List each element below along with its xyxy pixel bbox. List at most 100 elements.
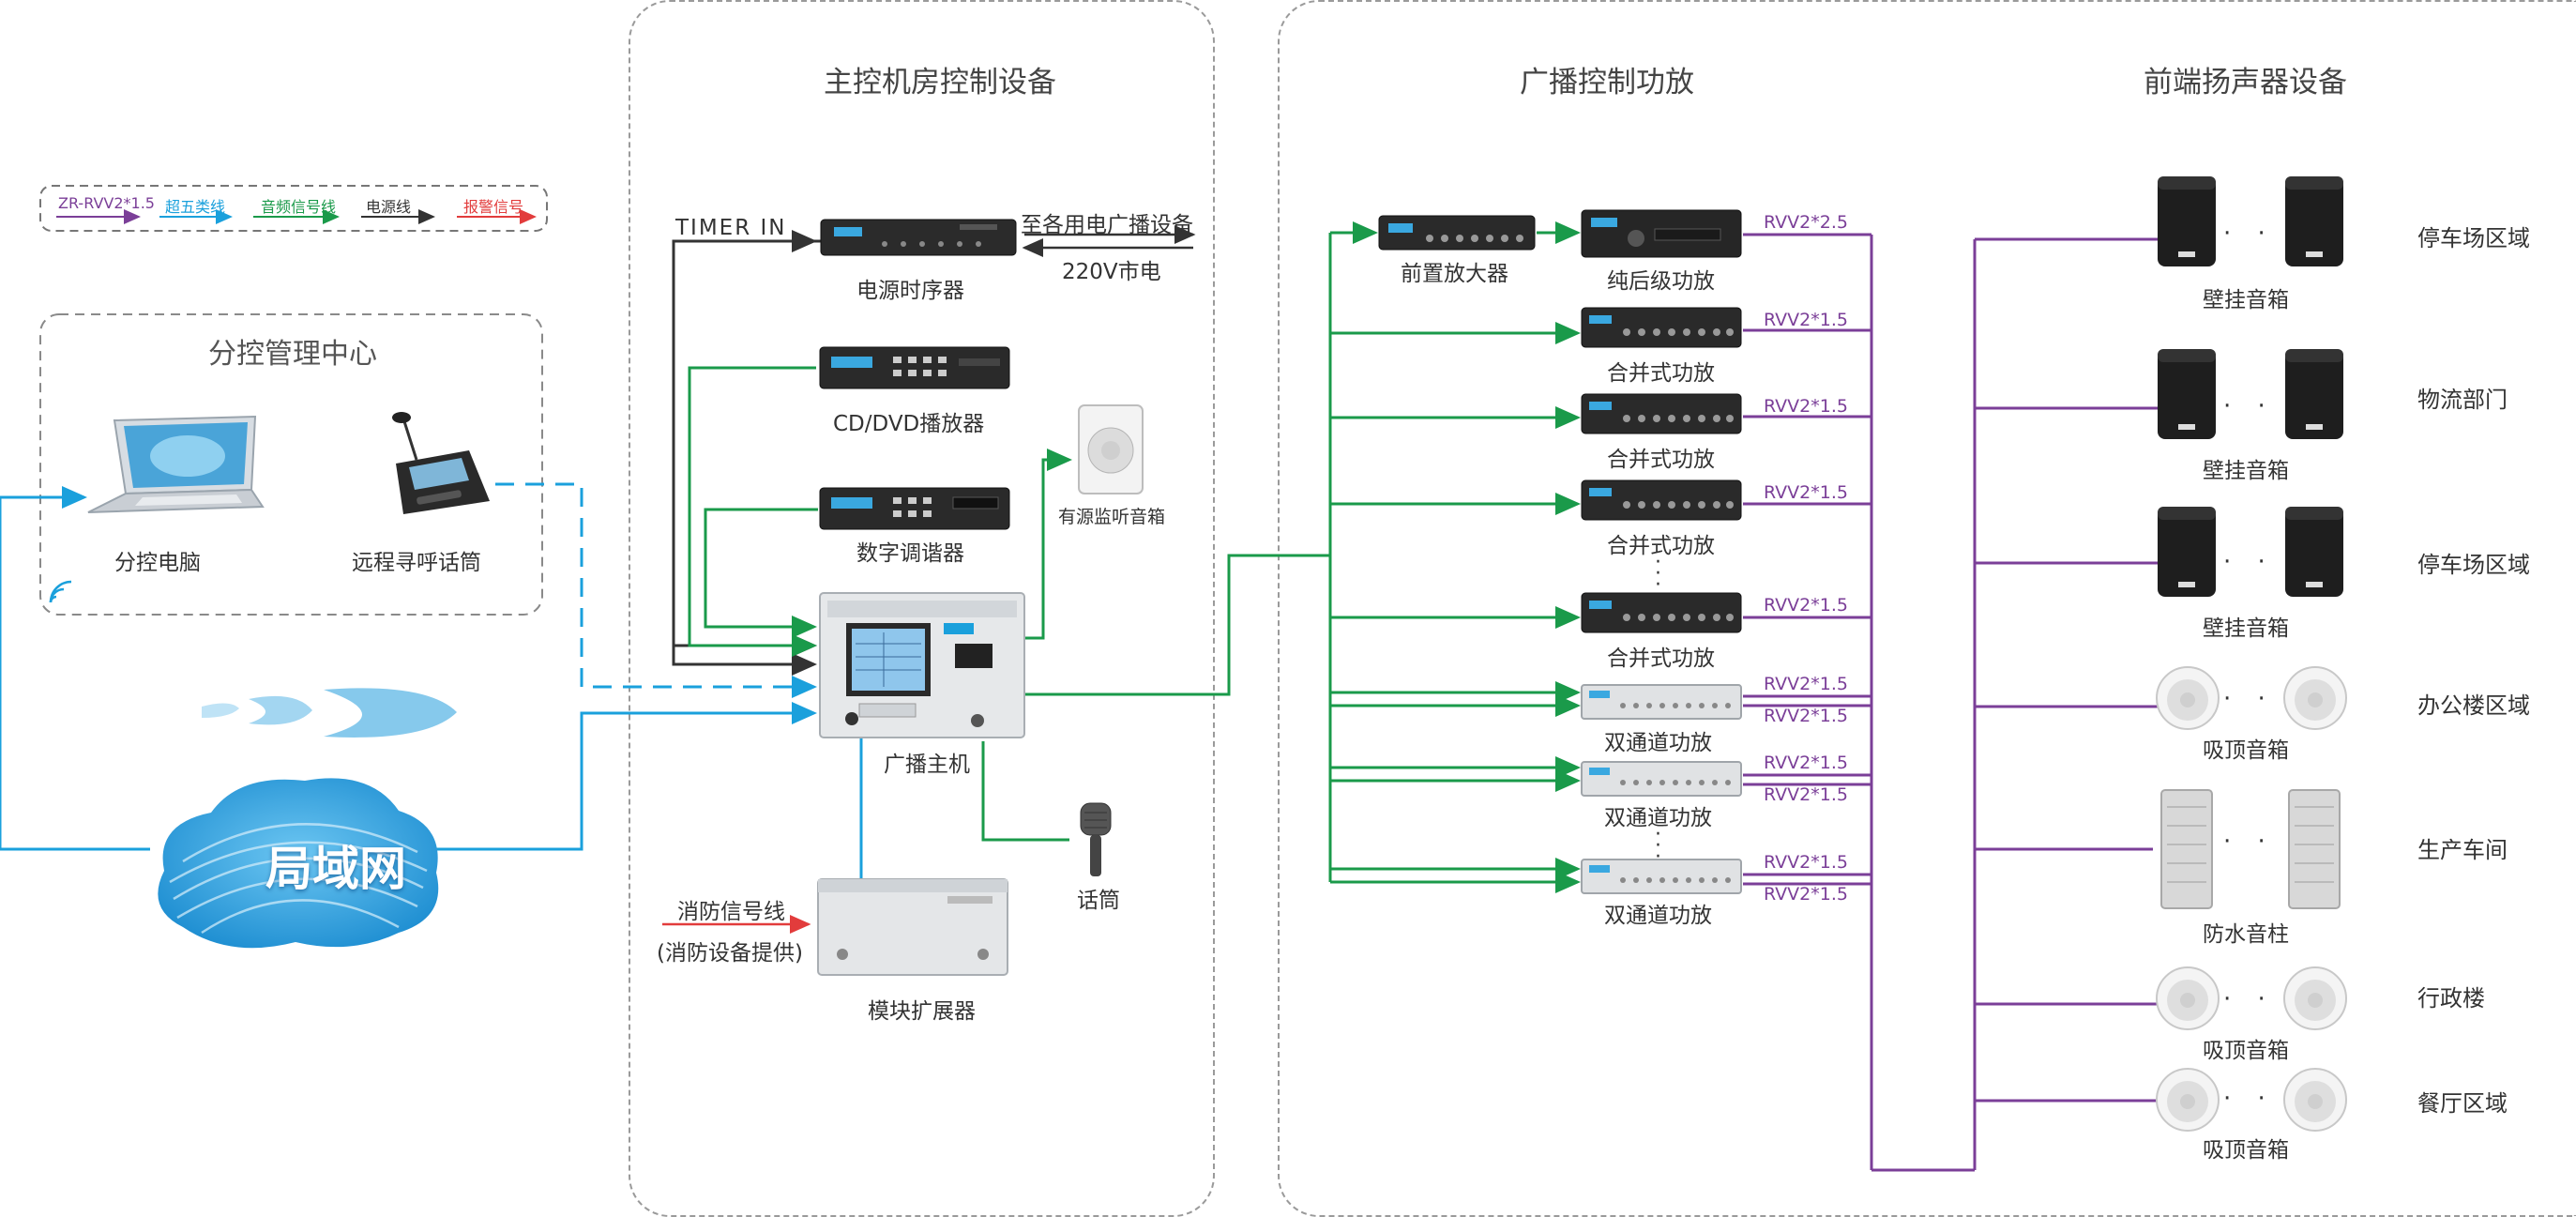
dual-amp-icon-3 xyxy=(1581,859,1742,894)
cable-label-3: RVV2*1.5 xyxy=(1764,482,1848,503)
fire-source-label: (消防设备提供) xyxy=(657,941,803,966)
column-speaker-icon-4b xyxy=(2288,789,2341,909)
speaker-label-3: 吸顶音箱 xyxy=(2203,738,2289,763)
to-devices-label: 至各用电广播设备 xyxy=(1021,213,1193,237)
mixer-amp-label-1: 合并式功放 xyxy=(1607,361,1715,386)
mixer-amp-label-2: 合并式功放 xyxy=(1607,448,1715,472)
mixer-amp-icon-4 xyxy=(1581,592,1742,633)
branch-center-title: 分控管理中心 xyxy=(208,338,377,371)
legend-box xyxy=(39,185,548,232)
speaker-label-1: 壁挂音箱 xyxy=(2203,459,2289,483)
cable-label-4: RVV2*1.5 xyxy=(1764,595,1848,616)
ceiling-speaker-icon-6b xyxy=(2283,1068,2347,1132)
monitor-speaker-icon xyxy=(1078,404,1144,494)
wall-speaker-icon-2b xyxy=(2285,507,2343,597)
dual-amp-icon-1 xyxy=(1581,684,1742,720)
legend-alarm: 报警信号 xyxy=(463,198,524,216)
timer-in-label: TIMER IN xyxy=(675,216,787,240)
digital-tuner-icon xyxy=(819,487,1010,530)
broadcast-host-label: 广播主机 xyxy=(884,753,970,777)
lan-label: 局域网 xyxy=(265,842,406,896)
ceiling-speaker-icon-6a xyxy=(2156,1068,2220,1132)
dual-amp-label-1: 双通道功放 xyxy=(1604,731,1712,755)
mixer-amp-icon-2 xyxy=(1581,393,1742,434)
power-sequencer-icon xyxy=(820,219,1017,256)
cable-label-5a: RVV2*1.5 xyxy=(1764,674,1848,694)
mixer-amp-label-3: 合并式功放 xyxy=(1607,534,1715,558)
cable-label-7b: RVV2*1.5 xyxy=(1764,884,1848,905)
handheld-mic-label: 话筒 xyxy=(1077,889,1120,913)
speaker-label-5: 吸顶音箱 xyxy=(2203,1039,2289,1063)
mixer-amp-vertical-dots: ··· xyxy=(1655,551,1661,597)
cable-label-2: RVV2*1.5 xyxy=(1764,396,1848,417)
preamp-icon xyxy=(1378,215,1536,251)
lan-cloud-icon xyxy=(158,778,439,949)
mixer-amp-label-4: 合并式功放 xyxy=(1607,647,1715,671)
wireless-wave-icon xyxy=(202,688,457,738)
legend-cat5e: 超五类线 xyxy=(165,198,226,216)
main-room-panel xyxy=(629,0,1215,1217)
laptop-label: 分控电脑 xyxy=(114,551,201,575)
main-room-title: 主控机房控制设备 xyxy=(824,66,1056,99)
legend-power: 电源线 xyxy=(366,198,412,216)
power-sequencer-label: 电源时序器 xyxy=(856,279,964,303)
power-amp-label: 纯后级功放 xyxy=(1607,269,1715,294)
broadcast-host-icon xyxy=(819,592,1025,738)
branch-center-box xyxy=(39,313,543,616)
zone-label-6: 餐厅区域 xyxy=(2417,1090,2508,1117)
amp-panel-title: 广播控制功放 xyxy=(1520,66,1694,99)
preamp-label: 前置放大器 xyxy=(1401,262,1508,286)
wall-speaker-icon-1b xyxy=(2285,349,2343,439)
ceiling-speaker-icon-3b xyxy=(2283,666,2347,730)
zone-label-2: 停车场区域 xyxy=(2417,552,2530,578)
digital-tuner-label: 数字调谐器 xyxy=(856,541,964,566)
zone-label-1: 物流部门 xyxy=(2417,387,2508,413)
wall-speaker-icon-1a xyxy=(2158,349,2216,439)
mains-label: 220V市电 xyxy=(1062,260,1161,284)
laptop-icon xyxy=(87,415,265,513)
power-amp-icon xyxy=(1581,209,1742,258)
cable-label-5b: RVV2*1.5 xyxy=(1764,706,1848,726)
cable-label-1: RVV2*1.5 xyxy=(1764,310,1848,330)
zone-label-0: 停车场区域 xyxy=(2417,225,2530,251)
speaker-label-0: 壁挂音箱 xyxy=(2203,288,2289,312)
wall-speaker-icon-2a xyxy=(2158,507,2216,597)
column-speaker-icon-4a xyxy=(2160,789,2213,909)
speaker-label-4: 防水音柱 xyxy=(2203,922,2289,947)
speaker-label-2: 壁挂音箱 xyxy=(2203,616,2289,641)
mixer-amp-icon-3 xyxy=(1581,479,1742,521)
monitor-speaker-label: 有源监听音箱 xyxy=(1058,507,1166,527)
cable-label-7a: RVV2*1.5 xyxy=(1764,852,1848,873)
ceiling-speaker-icon-5b xyxy=(2283,966,2347,1030)
wireless-icon xyxy=(49,580,72,603)
legend-rvv: ZR-RVV2*1.5 xyxy=(58,194,155,212)
fire-line-label: 消防信号线 xyxy=(677,900,785,924)
zone-label-3: 办公楼区域 xyxy=(2417,692,2530,719)
speaker-panel-title: 前端扬声器设备 xyxy=(2144,66,2347,99)
mixer-amp-icon-1 xyxy=(1581,307,1742,348)
legend-audio: 音频信号线 xyxy=(261,198,337,216)
wall-speaker-icon-0b xyxy=(2285,176,2343,266)
module-expander-label: 模块扩展器 xyxy=(868,999,976,1024)
paging-mic-label: 远程寻呼话筒 xyxy=(352,551,481,575)
module-expander-icon xyxy=(817,878,1008,976)
cd-player-label: CD/DVD播放器 xyxy=(833,412,985,436)
ceiling-speaker-icon-5a xyxy=(2156,966,2220,1030)
dual-amp-label-2: 双通道功放 xyxy=(1604,806,1712,830)
zone-label-4: 生产车间 xyxy=(2417,837,2508,863)
dual-amp-label-3: 双通道功放 xyxy=(1604,904,1712,928)
ceiling-speaker-icon-3a xyxy=(2156,666,2220,730)
speaker-label-6: 吸顶音箱 xyxy=(2203,1138,2289,1163)
cable-label-0: RVV2*2.5 xyxy=(1764,212,1848,233)
dual-amp-vertical-dots: ··· xyxy=(1655,823,1661,869)
dual-amp-icon-2 xyxy=(1581,761,1742,797)
cable-label-6a: RVV2*1.5 xyxy=(1764,753,1848,773)
wall-speaker-icon-0a xyxy=(2158,176,2216,266)
handheld-mic-icon xyxy=(1080,802,1112,876)
speaker-ellipsis-4: · · · xyxy=(2223,828,2310,856)
paging-mic-icon xyxy=(392,412,490,514)
cable-label-6b: RVV2*1.5 xyxy=(1764,784,1848,805)
amp-speaker-panel xyxy=(1278,0,2576,1217)
zone-label-5: 行政楼 xyxy=(2417,985,2485,1012)
